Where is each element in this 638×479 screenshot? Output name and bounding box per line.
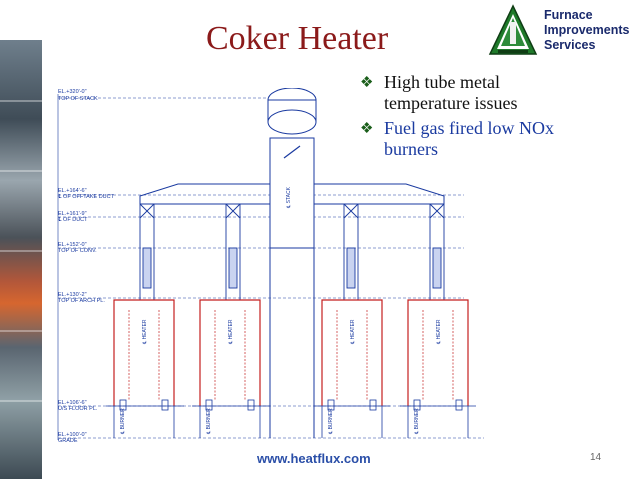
coker-heater-elevation-drawing: EL.+320'-0" TOP OF STACK EL.+164'-6" ℄ O… bbox=[57, 88, 484, 444]
radiant-box bbox=[407, 299, 469, 406]
elevation-label-arch: EL.+130'-2" bbox=[58, 292, 87, 298]
heater-centerline-label: ℄ HEATER bbox=[142, 319, 148, 345]
sidebar-photo-strip bbox=[0, 40, 42, 479]
heater-cell bbox=[429, 203, 445, 301]
bullet-item: ❖ Fuel gas fired low NOx burners bbox=[360, 118, 630, 160]
elevation-label-top-of-stack: EL.+320'-0" bbox=[58, 89, 87, 95]
page-number: 14 bbox=[590, 452, 602, 463]
radiant-box bbox=[321, 299, 383, 406]
radiant-coils bbox=[128, 310, 454, 400]
elevation-label-duct-desc: ℄ OF DUCT bbox=[57, 217, 88, 223]
elevation-label-grade-desc: GRADE bbox=[58, 438, 78, 444]
elevation-label-duct: EL.+161'-9" bbox=[58, 211, 87, 217]
diamond-bullet-icon: ❖ bbox=[360, 121, 374, 137]
elevation-label-floor-desc: U/S FLOOR PL. bbox=[58, 406, 98, 412]
bullet-list: ❖ High tube metal temperature issues ❖ F… bbox=[360, 72, 630, 164]
floor-and-burners bbox=[106, 399, 476, 438]
offtake-ducts bbox=[139, 183, 445, 205]
burner-centerline-label: ℄ BURNER bbox=[206, 408, 212, 435]
radiant-box bbox=[113, 299, 175, 406]
bullet-line: temperature issues bbox=[384, 93, 518, 113]
heater-centerline-label: ℄ HEATER bbox=[228, 319, 234, 345]
company-line-1: Furnace bbox=[544, 8, 593, 22]
elevation-label-conv-desc: TOP OF CONV. bbox=[58, 248, 97, 254]
bullet-item: ❖ High tube metal temperature issues bbox=[360, 72, 630, 114]
heater-centerline-label: ℄ HEATER bbox=[436, 319, 442, 345]
company-line-3: Services bbox=[544, 38, 596, 52]
burner-centerline-label: ℄ BURNER bbox=[414, 408, 420, 435]
company-line-2: Improvements bbox=[544, 23, 630, 37]
heater-cell bbox=[343, 203, 359, 301]
diamond-bullet-icon: ❖ bbox=[360, 75, 374, 91]
elevation-labels: EL.+320'-0" TOP OF STACK EL.+164'-6" ℄ O… bbox=[57, 89, 115, 444]
burner-centerline-label: ℄ BURNER bbox=[328, 408, 334, 435]
stack-centerline-label: ℄ STACK bbox=[286, 186, 292, 209]
heater-cell bbox=[225, 203, 241, 301]
heater-cell bbox=[139, 203, 155, 301]
elevation-label-floor: EL.+106'-6" bbox=[58, 400, 87, 406]
elevation-label-grade: EL.+100'-0" bbox=[58, 432, 87, 438]
elevation-label-offtake-desc: ℄ OF OFFTAKE DUCT bbox=[57, 194, 115, 200]
elevation-label-arch-desc: TOP OF ARCH PL. bbox=[58, 298, 105, 304]
elevation-label-conv: EL.+152'-0" bbox=[58, 242, 87, 248]
heater-cells bbox=[113, 203, 469, 406]
bullet-line: High tube metal bbox=[384, 72, 500, 92]
elevation-label-top-of-stack-desc: TOP OF STACK bbox=[58, 96, 98, 102]
bullet-line: burners bbox=[384, 139, 438, 159]
company-name: Furnace Improvements Services bbox=[544, 8, 629, 53]
radiant-box bbox=[199, 299, 261, 406]
company-logo bbox=[488, 4, 538, 55]
heater-centerline-label: ℄ HEATER bbox=[350, 319, 356, 345]
burner-centerline-label: ℄ BURNER bbox=[120, 408, 126, 435]
stack bbox=[267, 88, 317, 438]
bullet-line: Fuel gas fired low NOx bbox=[384, 118, 554, 138]
footer-url: www.heatflux.com bbox=[257, 451, 371, 466]
elevation-label-offtake: EL.+164'-6" bbox=[58, 188, 87, 194]
slide-title: Coker Heater bbox=[206, 20, 389, 57]
